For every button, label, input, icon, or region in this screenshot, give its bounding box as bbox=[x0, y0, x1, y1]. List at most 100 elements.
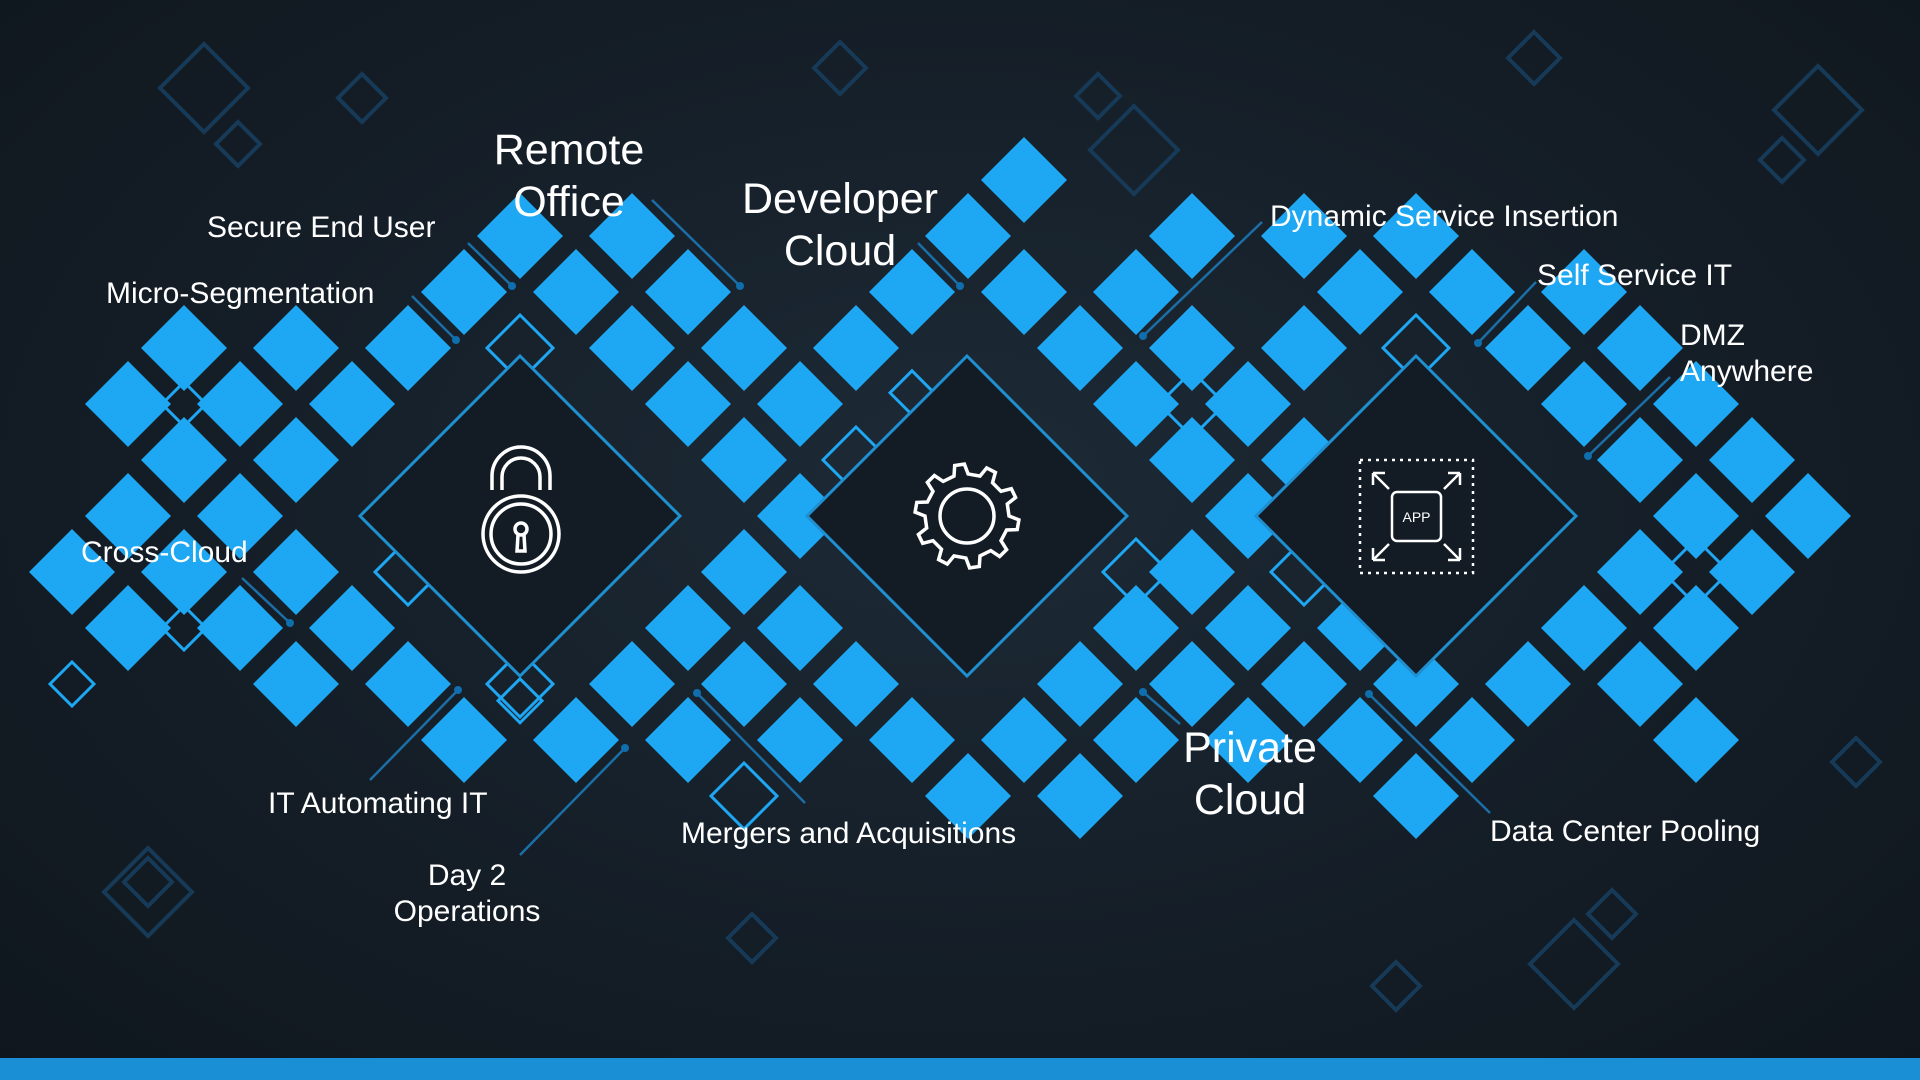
background-diamond-13 bbox=[1585, 887, 1639, 941]
label-developer-cloud: Developer Cloud bbox=[727, 173, 953, 278]
leader-line-9 bbox=[519, 747, 626, 856]
leader-dot-8 bbox=[454, 686, 462, 694]
leader-line-12 bbox=[1368, 693, 1491, 814]
tile-24 bbox=[701, 641, 787, 727]
tile-84 bbox=[1149, 193, 1235, 279]
tile-29 bbox=[869, 249, 955, 335]
leader-line-10 bbox=[696, 692, 806, 804]
tile-9 bbox=[477, 193, 563, 279]
leader-dot-1 bbox=[452, 336, 460, 344]
tile-71 bbox=[1373, 641, 1459, 727]
label-data-center-pooling: Data Center Pooling bbox=[1490, 815, 1761, 848]
tile-33 bbox=[981, 249, 1067, 335]
background-diamond-2 bbox=[213, 119, 263, 169]
background-diamond-5 bbox=[1087, 103, 1181, 197]
tile-43 bbox=[1205, 585, 1291, 671]
tile-78 bbox=[197, 585, 283, 671]
tile-79 bbox=[253, 641, 339, 727]
leader-dot-12 bbox=[1365, 690, 1373, 698]
tile-62 bbox=[1541, 585, 1627, 671]
leader-dot-10 bbox=[693, 689, 701, 697]
background-diamond-4 bbox=[1073, 71, 1123, 121]
app-icon-label: APP bbox=[1402, 509, 1430, 525]
bottom-accent-bar bbox=[0, 1058, 1920, 1080]
tile-49 bbox=[1149, 305, 1235, 391]
label-it-automating-it: IT Automating IT bbox=[268, 787, 488, 820]
background-diamond-0 bbox=[157, 41, 251, 135]
leader-dot-6 bbox=[1584, 452, 1592, 460]
tile-65 bbox=[1653, 473, 1739, 559]
tile-38 bbox=[1093, 585, 1179, 671]
tile-73 bbox=[141, 417, 227, 503]
tile-7 bbox=[421, 697, 507, 783]
leader-lines bbox=[241, 199, 1671, 856]
tile-87 bbox=[1765, 473, 1851, 559]
leader-line-4 bbox=[1142, 221, 1263, 337]
background-diamond-1 bbox=[335, 71, 389, 125]
tile-89 bbox=[1653, 697, 1739, 783]
tile-outline-1 bbox=[484, 648, 556, 720]
tile-10 bbox=[533, 249, 619, 335]
feature-diamond-2 bbox=[1253, 353, 1579, 679]
tile-69 bbox=[1541, 249, 1627, 335]
background-diamond-3 bbox=[811, 39, 869, 97]
leader-dot-4 bbox=[1139, 332, 1147, 340]
tile-13 bbox=[589, 641, 675, 727]
tile-4 bbox=[309, 361, 395, 447]
tile-outline-10 bbox=[1660, 536, 1732, 608]
leader-line-5 bbox=[1477, 281, 1537, 344]
tile-11 bbox=[533, 697, 619, 783]
tile-42 bbox=[1205, 361, 1291, 447]
tile-0 bbox=[197, 473, 283, 559]
label-mergers-and-acquisitions: Mergers and Acquisitions bbox=[681, 817, 1017, 850]
tile-58 bbox=[1429, 697, 1515, 783]
tile-61 bbox=[1541, 361, 1627, 447]
label-developer-cloud-line1: Developer bbox=[742, 175, 938, 223]
label-day2-operations-line1: Day 2 bbox=[427, 859, 507, 892]
label-dynamic-service-insertion: Dynamic Service Insertion bbox=[1270, 200, 1619, 233]
leader-line-8 bbox=[369, 689, 459, 781]
label-dmz-anywhere-line1: DMZ bbox=[1680, 319, 1745, 352]
tile-16 bbox=[589, 193, 675, 279]
tile-37 bbox=[1093, 361, 1179, 447]
tile-88 bbox=[1709, 417, 1795, 503]
gear-icon bbox=[913, 462, 1021, 570]
tile-63 bbox=[1597, 417, 1683, 503]
background-diamond-8 bbox=[1757, 135, 1807, 185]
tile-grid bbox=[29, 137, 1851, 839]
tile-72 bbox=[1261, 641, 1347, 727]
tile-48 bbox=[1093, 249, 1179, 335]
leader-line-11 bbox=[1142, 691, 1181, 725]
feature-diamond-1 bbox=[804, 353, 1130, 679]
label-dmz-anywhere: DMZ Anywhere bbox=[1680, 318, 1813, 390]
tile-50 bbox=[981, 137, 1067, 223]
label-developer-cloud-line2: Cloud bbox=[783, 227, 897, 276]
app-icon: APP bbox=[1358, 458, 1475, 575]
tile-77 bbox=[29, 529, 115, 615]
tile-57 bbox=[1429, 249, 1515, 335]
tile-55 bbox=[1373, 193, 1459, 279]
tile-18 bbox=[701, 305, 787, 391]
tile-81 bbox=[141, 305, 227, 391]
tile-60 bbox=[1485, 641, 1571, 727]
label-day2-operations-line2: Operations bbox=[393, 895, 541, 928]
tile-14 bbox=[645, 361, 731, 447]
label-private-cloud-line1: Private bbox=[1183, 724, 1317, 772]
leader-line-3 bbox=[917, 242, 961, 287]
tile-83 bbox=[253, 305, 339, 391]
tile-51 bbox=[1261, 305, 1347, 391]
feature-diamond-0 bbox=[357, 353, 683, 679]
background-diamond-16 bbox=[1829, 735, 1883, 789]
leader-line-0 bbox=[467, 242, 513, 287]
tile-86 bbox=[1709, 529, 1795, 615]
small-tile-outline-0 bbox=[159, 379, 209, 429]
tile-21 bbox=[701, 529, 787, 615]
tile-22 bbox=[757, 361, 843, 447]
tile-82 bbox=[85, 473, 171, 559]
small-tile-outline-1 bbox=[159, 603, 209, 653]
tile-80 bbox=[197, 361, 283, 447]
background-diamond-14 bbox=[1527, 917, 1621, 1011]
tile-5 bbox=[365, 641, 451, 727]
